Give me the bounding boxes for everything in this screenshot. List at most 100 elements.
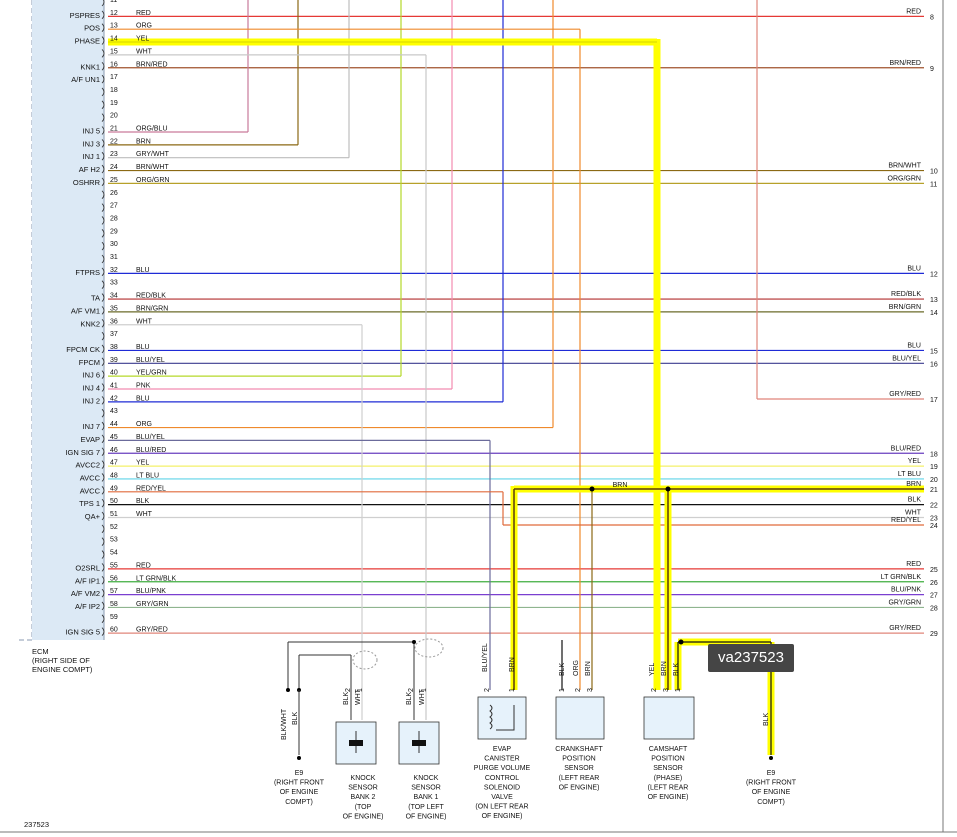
pin-number: 34: [110, 293, 118, 300]
pin-bracket: [101, 74, 105, 84]
pin-bracket: [101, 344, 105, 354]
pin-bracket: [101, 537, 105, 546]
pin-name: IGN SIG 7: [65, 448, 100, 457]
pin-bracket: [101, 434, 105, 444]
pin-name: KNK2: [80, 319, 100, 328]
component-caption-ks2: BANK 2: [351, 794, 376, 801]
wire-color-label: BRN/RED: [136, 61, 168, 68]
pin-bracket: [101, 190, 105, 200]
pin-name: INJ 4: [82, 384, 100, 393]
pin-bracket: [101, 357, 105, 367]
piezo-icon: [349, 740, 363, 746]
right-wire-label: BLU/RED: [891, 445, 921, 452]
right-wire-label: LT BLU: [898, 471, 921, 478]
wire-color-label: WHT: [136, 48, 153, 55]
wire-color-label: GRY/WHT: [136, 151, 170, 158]
pin-bracket: [101, 331, 105, 341]
splice-dot: [286, 688, 290, 692]
pin-bracket: [101, 139, 105, 148]
pin-number: 32: [110, 267, 118, 274]
image-id-tag: va237523: [708, 644, 794, 672]
wire-color-label: BRN/WHT: [136, 164, 169, 171]
connector-ref: 18: [930, 451, 938, 458]
wire-color-label: BLK: [136, 498, 150, 505]
pin-bracket: [101, 49, 105, 58]
right-wire-label: RED: [906, 8, 921, 15]
right-wire-label: RED: [906, 561, 921, 568]
pin-bracket: [101, 575, 105, 585]
wire-color-label: BLU/YEL: [136, 357, 165, 364]
connector-ref: 24: [930, 523, 938, 530]
wire-color-label: BLU: [136, 395, 150, 402]
component-caption-ks1: KNOCK: [414, 775, 439, 782]
vert-wire-label: BRN: [509, 657, 516, 672]
pin-bracket: [101, 563, 105, 572]
wire-color-label: WHT: [136, 511, 153, 518]
pin-number: 25: [110, 177, 118, 184]
splice-dot: [412, 640, 416, 644]
wire-color-label: WHT: [136, 318, 153, 325]
pin-name: INJ 1: [82, 152, 100, 161]
pin-bracket: [101, 383, 105, 392]
pin-name: TPS 1: [79, 499, 100, 508]
pin-number: 16: [110, 61, 118, 68]
component-pin-number: 3: [587, 688, 594, 692]
pin-bracket: [101, 601, 105, 611]
connector-ref: 23: [930, 516, 938, 523]
pin-number: 18: [110, 87, 118, 94]
pin-bracket: [101, 498, 105, 508]
connector-ref: 21: [930, 487, 938, 494]
ecm-body: [32, 0, 104, 640]
pin-name: AVCC: [80, 473, 101, 482]
wire-color-label: YEL: [136, 460, 149, 467]
ecm-label: ENGINE COMPT): [32, 665, 93, 674]
component-caption-e9a: E9: [295, 770, 304, 777]
wire-color-label: ORG/GRN: [136, 177, 169, 184]
pin-bracket: [101, 216, 105, 225]
vert-wire-label: YEL: [649, 663, 656, 676]
pin-name: EVAP: [81, 435, 100, 444]
pin-number: 19: [110, 100, 118, 107]
wire-color-label: BLU/PNK: [136, 588, 166, 595]
pin-bracket: [101, 421, 105, 431]
right-wire-label: LT GRN/BLK: [881, 574, 922, 581]
component-caption-ks1: OF ENGINE): [406, 813, 447, 820]
pin-bracket: [101, 280, 105, 289]
wire-color-label: BLU/RED: [136, 447, 166, 454]
connector-ref: 26: [930, 580, 938, 587]
wire-color-label: LT GRN/BLK: [136, 575, 177, 582]
vert-wire-label: BLK: [673, 662, 680, 676]
connector-ref: 10: [930, 169, 938, 176]
wire-color-label: ORG/BLU: [136, 126, 168, 133]
pin-name: TA: [91, 294, 100, 303]
component-caption-cam: SENSOR: [653, 765, 683, 772]
pin-number: 59: [110, 614, 118, 621]
component-caption-cam: OF ENGINE): [648, 794, 689, 801]
pin-bracket: [101, 614, 105, 624]
component-caption-ks1: (TOP LEFT: [408, 804, 444, 811]
right-wire-label: GRY/RED: [889, 391, 921, 398]
component-caption-e9a: COMPT): [285, 799, 313, 806]
pin-number: 24: [110, 164, 118, 171]
pin-name: A/F IP2: [75, 602, 100, 611]
component-caption-ks2: OF ENGINE): [343, 813, 384, 820]
connector-ref: 11: [930, 181, 937, 188]
pin-number: 48: [110, 472, 118, 479]
pin-number: 54: [110, 550, 118, 557]
pin-number: 20: [110, 113, 118, 120]
component-caption-e9b: OF ENGINE: [752, 789, 791, 796]
component-caption-evap: OF ENGINE): [482, 813, 523, 820]
wire-color-label: BRN: [136, 138, 151, 145]
pin-number: 52: [110, 524, 118, 531]
wire-color-label: LT BLU: [136, 472, 159, 479]
pin-number: 33: [110, 280, 118, 287]
vert-wire-label: BLK: [406, 691, 413, 705]
connector-ref: 19: [930, 464, 938, 471]
pin-bracket: [101, 267, 105, 277]
right-wire-label: GRY/GRN: [888, 599, 921, 606]
figure-id: 237523: [24, 820, 50, 829]
pin-number: 44: [110, 421, 118, 428]
pin-bracket: [101, 408, 105, 418]
wire-color-label: GRY/GRN: [136, 601, 169, 608]
